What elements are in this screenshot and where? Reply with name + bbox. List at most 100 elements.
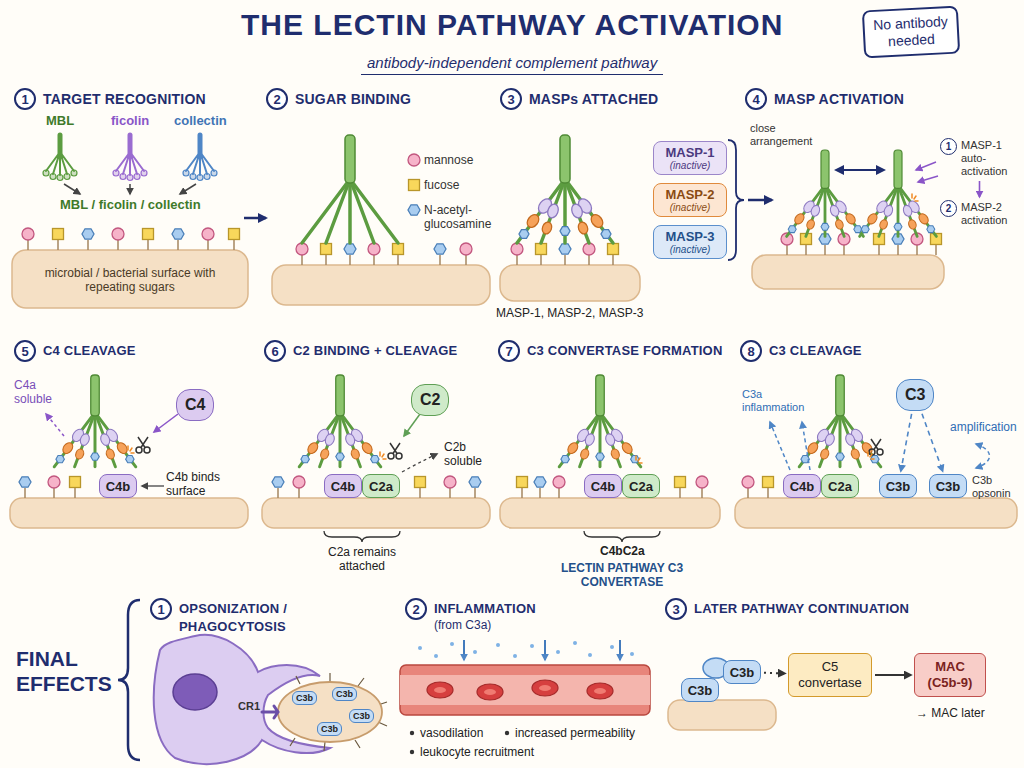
heading-group: MASP ACTIVATION xyxy=(774,88,904,108)
callout-number: 4 xyxy=(745,88,767,110)
box-label: C2 xyxy=(420,391,440,409)
box-label: MASP-1 xyxy=(665,145,714,160)
annotation-label: amplification xyxy=(950,420,1017,434)
box-label: C3 xyxy=(905,386,925,404)
step-title: TARGET RECOGNITION xyxy=(43,88,206,108)
step-title: C3 CONVERTASE FORMATION xyxy=(527,340,723,360)
annotation-label: C4a soluble xyxy=(14,378,62,406)
box-label: MAC (C5b-9) xyxy=(919,659,981,691)
step-title: C4 CLEAVAGE xyxy=(43,340,136,360)
annotation-label: ficolin xyxy=(111,114,149,128)
box-label: No antibody needed xyxy=(868,13,954,51)
annotation-label: LECTIN PATHWAY C3 CONVERTASE xyxy=(557,561,687,589)
step-title: LATER PATHWAY CONTINUATION xyxy=(694,598,909,618)
step-heading: 1OPSONIZATION / PHAGOCYTOSIS xyxy=(150,598,329,636)
annotation-label: → MAC later xyxy=(916,706,985,720)
callout-number: 6 xyxy=(264,340,286,362)
annotation-label: MBL xyxy=(46,114,74,128)
box-label: C3b xyxy=(336,689,353,699)
box-label: C3b xyxy=(353,711,370,721)
protein-blob: C3b xyxy=(723,660,761,684)
enzyme-box: MASP-2(inactive) xyxy=(653,183,727,217)
heading-group: MASPs ATTACHED xyxy=(529,88,658,108)
step-heading: 7C3 CONVERTASE FORMATION xyxy=(498,340,723,362)
annotation-label: FINAL EFFECTS xyxy=(16,646,124,696)
annotation-label: leukocyte recruitment xyxy=(420,745,534,759)
step-title: MASPs ATTACHED xyxy=(529,88,658,108)
heading-group: MASP-2 activation xyxy=(961,200,1019,227)
callout-number: 8 xyxy=(740,340,762,362)
protein-blob: C3b xyxy=(681,678,719,702)
heading-group: SUGAR BINDING xyxy=(295,88,411,108)
annotation-label: C2a remains attached xyxy=(307,545,417,573)
box-label: (inactive) xyxy=(670,202,711,213)
box-label: C2a xyxy=(369,479,393,494)
heading-group: C2 BINDING + CLEAVAGE xyxy=(293,340,457,360)
annotation-label: C2b soluble xyxy=(444,440,492,468)
box-label: MASP-3 xyxy=(665,229,714,244)
box-label: C5 convertase xyxy=(793,659,867,691)
heading-group: LATER PATHWAY CONTINUATION xyxy=(694,598,909,618)
step-heading: 6 C2 BINDING + CLEAVAGE xyxy=(264,340,457,362)
protein-blob: C3b xyxy=(879,474,917,498)
step-title: C3 CLEAVAGE xyxy=(769,340,862,360)
connector-arrow xyxy=(979,181,981,197)
note-box: No antibody needed xyxy=(862,6,960,59)
step-title: MASP-2 activation xyxy=(961,200,1019,227)
box-label: C4b xyxy=(591,479,616,494)
annotation-label: microbial / bacterial surface with repea… xyxy=(42,266,218,294)
box-label: (inactive) xyxy=(670,160,711,171)
annotation-label: collectin xyxy=(174,114,227,128)
step-title: SUGAR BINDING xyxy=(295,88,411,108)
protein-blob: C4b xyxy=(783,474,821,498)
callout-number: 3 xyxy=(665,598,687,620)
protein-blob: C2a xyxy=(622,474,660,498)
annotation-label: antibody-independent complement pathway xyxy=(361,54,663,75)
box-label: C4b xyxy=(106,479,131,494)
box-label: C3b xyxy=(688,683,713,698)
step-title: INFLAMMATION xyxy=(434,598,536,618)
heading-group: TARGET RECOGNITION xyxy=(43,88,206,108)
annotation-label: C4bC2a xyxy=(600,544,645,559)
connector-arrow xyxy=(764,672,785,675)
step-subtitle: (from C3a) xyxy=(434,618,536,633)
step-title: OPSONIZATION / PHAGOCYTOSIS xyxy=(179,598,329,636)
protein-blob: C4b xyxy=(584,474,622,498)
legend-text: N-acetyl-glucosamine xyxy=(424,203,496,231)
protein-blob: C4 xyxy=(176,389,214,421)
protein-blob: C4b xyxy=(99,474,137,498)
annotation-label: MBL / ficolin / collectin xyxy=(60,198,201,212)
callout-number: 5 xyxy=(14,340,36,362)
protein-blob: C3 xyxy=(896,379,934,411)
box-label: C3b xyxy=(730,665,755,680)
process-box: MAC (C5b-9) xyxy=(914,653,986,697)
step-heading: 4 MASP ACTIVATION xyxy=(745,88,904,110)
heading-group: OPSONIZATION / PHAGOCYTOSIS xyxy=(179,598,329,636)
box-label: C3b xyxy=(321,724,338,734)
box-label: C3b xyxy=(886,479,911,494)
annotation-label: C3b opsonin xyxy=(972,474,1020,500)
process-box: C5 convertase xyxy=(788,653,872,697)
box-label: C4b xyxy=(331,479,356,494)
box-label: C4 xyxy=(185,396,205,414)
connector-arrow xyxy=(922,414,943,471)
step-heading: 1TARGET RECOGNITION xyxy=(14,88,206,110)
step-title: MASP ACTIVATION xyxy=(774,88,904,108)
annotation-label: vasodilation xyxy=(420,726,483,740)
annotation-label: C3a inflammation xyxy=(742,388,816,414)
connector-arrow xyxy=(901,414,912,471)
protein-blob: C2 xyxy=(411,384,449,416)
callout-number: 2 xyxy=(405,598,427,620)
step-heading: 2MASP-2 activation xyxy=(940,200,1019,227)
enzyme-box: MASP-1(inactive) xyxy=(653,141,727,175)
step-heading: 5 C4 CLEAVAGE xyxy=(14,340,136,362)
enzyme-box: MASP-3(inactive) xyxy=(653,225,727,259)
connector-arrow xyxy=(875,674,911,676)
protein-blob: C3b xyxy=(929,474,967,498)
box-label: C2a xyxy=(629,479,653,494)
step-title: C2 BINDING + CLEAVAGE xyxy=(293,340,457,360)
protein-blob: C3b xyxy=(292,691,317,705)
